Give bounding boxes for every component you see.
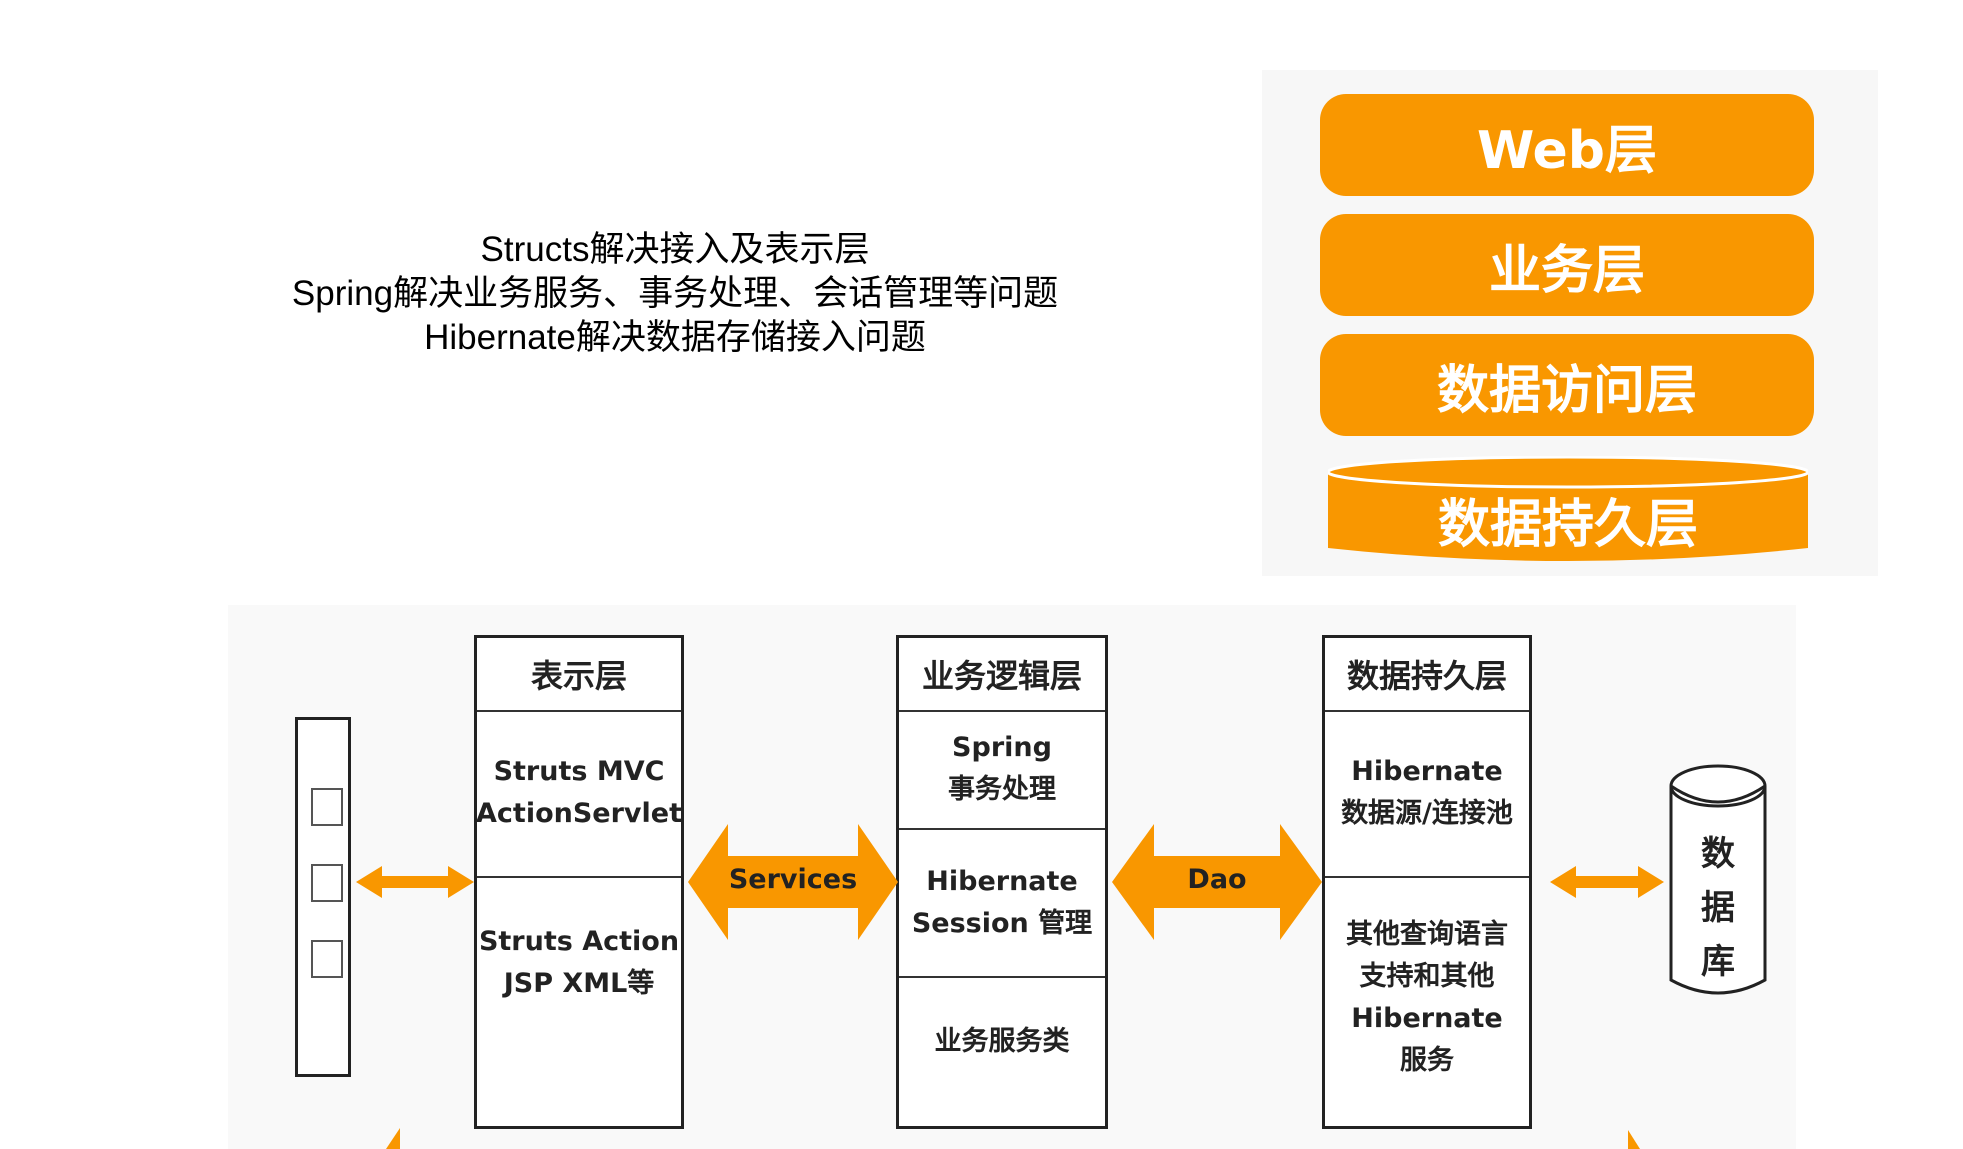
client-browser bbox=[295, 717, 351, 1077]
client-checkbox-2 bbox=[311, 864, 343, 902]
presentation-cell-action: Struts Action JSP XML等 bbox=[477, 878, 681, 1048]
cell-line: Hibernate bbox=[926, 866, 1078, 897]
client-checkbox-1 bbox=[311, 788, 343, 826]
services-arrow bbox=[688, 824, 898, 940]
presentation-cell-mvc: Struts MVC ActionServlet bbox=[476, 710, 682, 876]
cell-line: 事务处理 bbox=[948, 774, 1056, 805]
business-layer-title: 业务逻辑层 bbox=[899, 638, 1105, 712]
persistence-cell-other: 其他查询语言 支持和其他 Hibernate 服务 bbox=[1325, 898, 1529, 1098]
presentation-layer-title: 表示层 bbox=[477, 638, 681, 712]
client-checkbox-3 bbox=[311, 940, 343, 978]
services-label: Services bbox=[728, 864, 858, 895]
business-cell-services: 业务服务类 bbox=[899, 978, 1105, 1106]
database-label-2: 据 bbox=[1701, 888, 1735, 928]
cell-line: Hibernate bbox=[1351, 756, 1503, 787]
intro-line-spring: Spring解决业务服务、事务处理、会话管理等问题 bbox=[291, 274, 1059, 313]
cell-line: Spring bbox=[952, 732, 1052, 763]
presentation-layer-column: 表示层 Struts MVC ActionServlet Struts Acti… bbox=[474, 635, 684, 1129]
divider bbox=[899, 976, 1105, 978]
cell-line: Struts MVC bbox=[493, 756, 665, 787]
bottom-arrow-left bbox=[386, 1128, 400, 1149]
divider bbox=[1325, 876, 1529, 878]
database-label-3: 库 bbox=[1701, 942, 1735, 982]
cell-line: 服务 bbox=[1400, 1045, 1454, 1076]
persistence-cell-datasource: Hibernate 数据源/连接池 bbox=[1325, 710, 1529, 876]
bottom-arrow-right bbox=[1628, 1130, 1640, 1149]
intro-line-struts: Structs解决接入及表示层 bbox=[480, 230, 870, 269]
layer-persistence-cylinder: 数据持久层 bbox=[1328, 456, 1808, 566]
cell-line: 数据源/连接池 bbox=[1341, 798, 1513, 829]
layer-business: 业务层 bbox=[1320, 214, 1814, 316]
cell-line: Struts Action bbox=[478, 926, 680, 957]
layer-web: Web层 bbox=[1320, 94, 1814, 196]
client-presentation-arrow bbox=[356, 866, 474, 898]
cell-line: Hibernate bbox=[1351, 1003, 1503, 1034]
layer-persistence-label: 数据持久层 bbox=[1437, 495, 1698, 555]
cell-line: JSP XML等 bbox=[503, 968, 655, 999]
business-cell-session: Hibernate Session 管理 bbox=[899, 830, 1105, 976]
business-cell-spring: Spring 事务处理 bbox=[899, 710, 1105, 828]
cell-line: 其他查询语言 bbox=[1346, 919, 1508, 950]
persistence-layer-column: 数据持久层 Hibernate 数据源/连接池 其他查询语言 支持和其他 Hib… bbox=[1322, 635, 1532, 1129]
intro-text: Structs解决接入及表示层 Spring解决业务服务、事务处理、会话管理等问… bbox=[230, 228, 1120, 360]
intro-line-hibernate: Hibernate解决数据存储接入问题 bbox=[424, 318, 926, 357]
cell-line: ActionServlet bbox=[476, 798, 682, 829]
layer-data-access: 数据访问层 bbox=[1320, 334, 1814, 436]
database-cylinder-icon bbox=[1669, 764, 1767, 995]
dao-arrow bbox=[1112, 824, 1322, 940]
divider bbox=[477, 876, 681, 878]
persistence-db-arrow bbox=[1550, 866, 1664, 898]
dao-label: Dao bbox=[1187, 864, 1247, 895]
cell-line: Session 管理 bbox=[911, 908, 1093, 939]
divider bbox=[899, 828, 1105, 830]
database-label-1: 数 bbox=[1701, 834, 1735, 874]
cell-line: 支持和其他 bbox=[1359, 961, 1495, 992]
business-layer-column: 业务逻辑层 Spring 事务处理 Hibernate Session 管理 业… bbox=[896, 635, 1108, 1129]
layer-stack-diagram: Web层 业务层 数据访问层 数据持久层 bbox=[1262, 70, 1878, 576]
cell-line: 业务服务类 bbox=[934, 1026, 1070, 1057]
persistence-layer-title: 数据持久层 bbox=[1325, 638, 1529, 712]
